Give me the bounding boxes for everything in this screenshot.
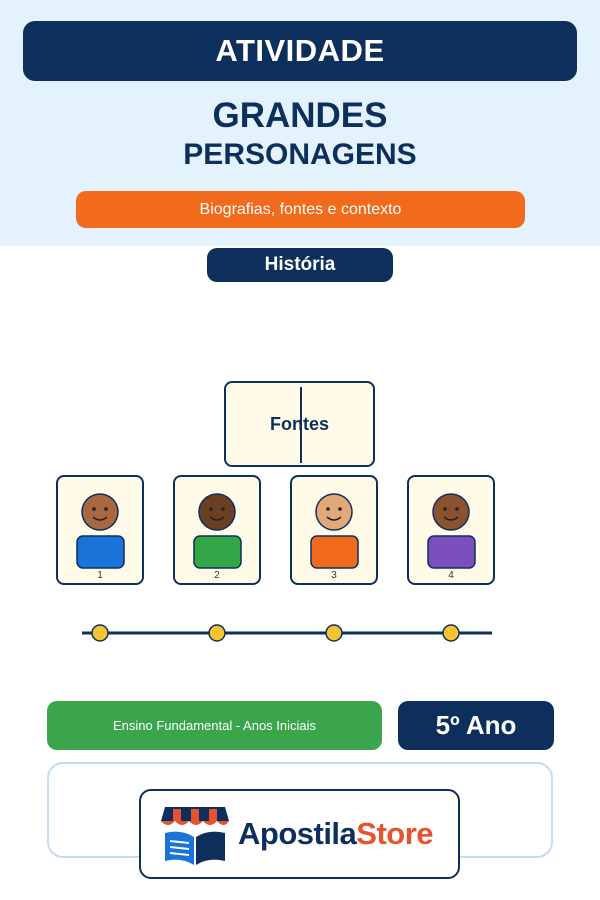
person-icon bbox=[76, 493, 125, 569]
character-card-3: 3 bbox=[290, 475, 378, 585]
character-number: 4 bbox=[448, 570, 454, 581]
timeline-dot bbox=[325, 624, 343, 642]
person-icon bbox=[310, 493, 359, 569]
sources-book: Fontes bbox=[224, 381, 375, 467]
page-title-line2: PERSONAGENS bbox=[183, 138, 417, 171]
character-number: 3 bbox=[331, 570, 337, 581]
timeline-dot bbox=[208, 624, 226, 642]
brand-name: ApostilaStore bbox=[238, 816, 434, 852]
activity-banner: ATIVIDADE bbox=[23, 21, 577, 81]
timeline-dot bbox=[91, 624, 109, 642]
book-spine bbox=[300, 387, 302, 463]
person-icon bbox=[193, 493, 242, 569]
brand-logo: ApostilaStore bbox=[139, 789, 460, 879]
subject-badge: História bbox=[207, 248, 393, 282]
character-number: 2 bbox=[214, 570, 220, 581]
store-book-icon bbox=[161, 807, 229, 865]
book-label: Fontes bbox=[269, 414, 329, 434]
character-number: 1 bbox=[97, 570, 103, 581]
person-icon bbox=[427, 493, 476, 569]
timeline-dot bbox=[442, 624, 460, 642]
character-card-2: 2 bbox=[173, 475, 261, 585]
education-level-bar: Ensino Fundamental - Anos Iniciais bbox=[47, 701, 382, 750]
page-title-line1: GRANDES bbox=[212, 96, 388, 135]
timeline bbox=[82, 624, 492, 642]
brand-name-part1: Apostila bbox=[238, 816, 357, 851]
brand-name-part2: Store bbox=[356, 816, 434, 851]
grade-badge: 5º Ano bbox=[398, 701, 554, 750]
character-card-4: 4 bbox=[407, 475, 495, 585]
character-card-1: 1 bbox=[56, 475, 144, 585]
subtitle-bar: Biografias, fontes e contexto bbox=[76, 191, 525, 228]
